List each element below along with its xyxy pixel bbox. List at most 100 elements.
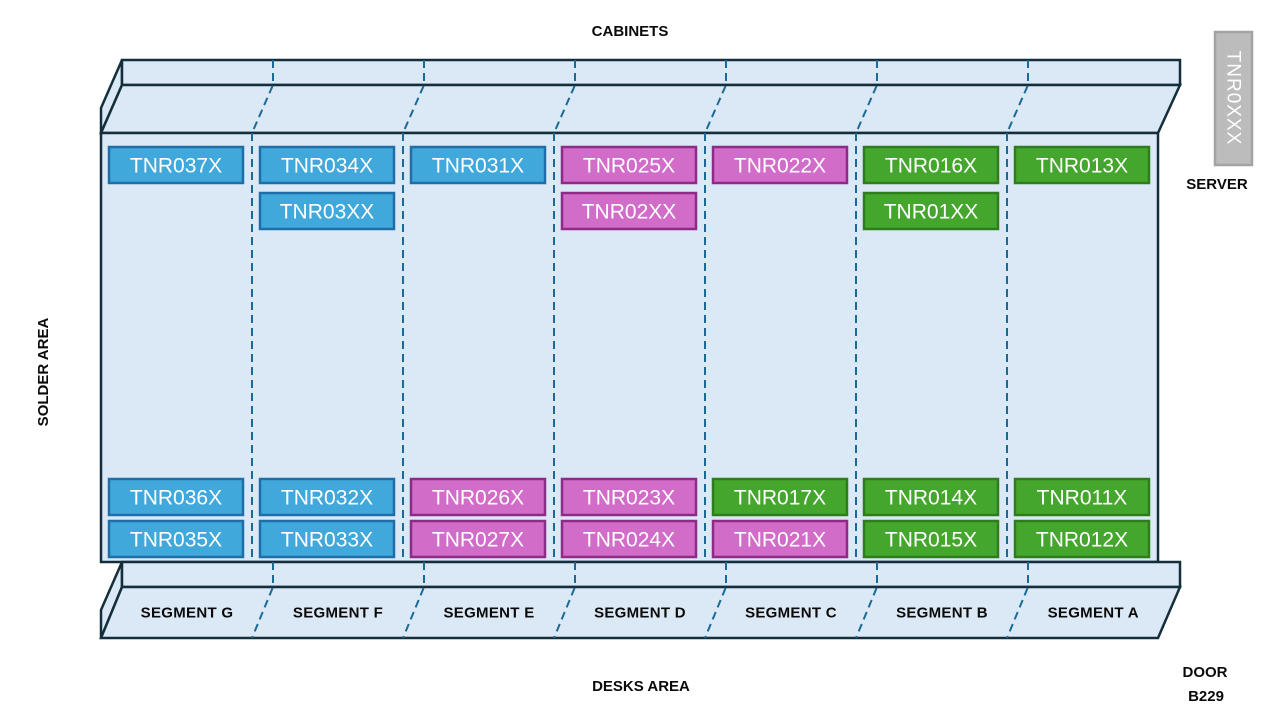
equipment-box-label: TNR012X: [1036, 529, 1128, 552]
equipment-box: TNR02XX: [560, 191, 698, 231]
server-rack-box: TNR0XXX: [1213, 30, 1254, 167]
equipment-box-label: TNR022X: [734, 155, 826, 178]
segment-divider-line: [704, 60, 727, 134]
equipment-box-rect: [1013, 519, 1151, 559]
equipment-box: TNR023X: [560, 477, 698, 517]
equipment-box: TNR034X: [258, 145, 396, 185]
equipment-box-rect: [409, 145, 547, 185]
equipment-box-rect: [107, 145, 245, 185]
equipment-box: TNR011X: [1013, 477, 1151, 517]
equipment-box-label: TNR013X: [1036, 155, 1128, 178]
segment-label: SEGMENT B: [896, 605, 988, 622]
desks-area-label: DESKS AREA: [592, 678, 690, 695]
door-label-line1: DOOR: [1183, 664, 1228, 681]
cabinet-roof-face: [99, 83, 1182, 135]
equipment-box-label: TNR037X: [130, 155, 222, 178]
equipment-box: TNR016X: [862, 145, 1000, 185]
server-rack-rect: [1213, 30, 1254, 167]
equipment-box-rect: [711, 145, 849, 185]
equipment-box: TNR024X: [560, 519, 698, 559]
equipment-box-label: TNR021X: [734, 529, 826, 552]
equipment-box-label: TNR017X: [734, 487, 826, 510]
equipment-box-rect: [862, 477, 1000, 517]
equipment-box-label: TNR024X: [583, 529, 675, 552]
equipment-box-label: TNR027X: [432, 529, 524, 552]
equipment-box-rect: [107, 519, 245, 559]
equipment-box: TNR035X: [107, 519, 245, 559]
equipment-box-rect: [862, 145, 1000, 185]
equipment-box-label: TNR01XX: [884, 201, 979, 224]
equipment-box: TNR026X: [409, 477, 547, 517]
equipment-box-label: TNR03XX: [280, 201, 375, 224]
equipment-box-label: TNR034X: [281, 155, 373, 178]
segment-label: SEGMENT D: [594, 605, 686, 622]
equipment-box-rect: [711, 477, 849, 517]
server-label: SERVER: [1186, 176, 1248, 193]
solder-area-label: SOLDER AREA: [35, 318, 52, 427]
equipment-box-label: TNR031X: [432, 155, 524, 178]
equipment-box: TNR036X: [107, 477, 245, 517]
equipment-box-rect: [862, 519, 1000, 559]
segment-divider-line: [855, 60, 878, 134]
equipment-box-label: TNR014X: [885, 487, 977, 510]
equipment-box: TNR021X: [711, 519, 849, 559]
floor-strip-face: [99, 585, 1182, 640]
cabinet-top-fascia: [120, 58, 1182, 87]
equipment-box-rect: [560, 477, 698, 517]
equipment-box-rect: [560, 145, 698, 185]
equipment-box-rect: [409, 477, 547, 517]
segment-divider-line: [1006, 60, 1029, 134]
equipment-box-rect: [409, 519, 547, 559]
cabinets-label: CABINETS: [592, 23, 669, 40]
equipment-box: TNR027X: [409, 519, 547, 559]
equipment-box-rect: [258, 191, 396, 231]
equipment-box-rect: [258, 145, 396, 185]
equipment-box: TNR017X: [711, 477, 849, 517]
equipment-box-label: TNR016X: [885, 155, 977, 178]
segment-label: SEGMENT F: [293, 605, 383, 622]
segment-divider-line: [251, 60, 274, 134]
equipment-box: TNR037X: [107, 145, 245, 185]
equipment-box: TNR033X: [258, 519, 396, 559]
equipment-box: TNR012X: [1013, 519, 1151, 559]
equipment-box-label: TNR025X: [583, 155, 675, 178]
equipment-box-label: TNR035X: [130, 529, 222, 552]
equipment-box: TNR015X: [862, 519, 1000, 559]
equipment-boxes: TNR037X TNR036X TNR035X TNR034X TNR03XX TNR03…: [107, 145, 1151, 559]
equipment-box-rect: [107, 477, 245, 517]
equipment-box-rect: [560, 519, 698, 559]
equipment-box: TNR025X: [560, 145, 698, 185]
segment-label: SEGMENT A: [1048, 605, 1139, 622]
segment-labels: SEGMENT G SEGMENT F SEGMENT E SEGMENT D SEGM…: [141, 605, 1139, 622]
equipment-box-label: TNR015X: [885, 529, 977, 552]
equipment-box: TNR032X: [258, 477, 396, 517]
equipment-box-rect: [711, 519, 849, 559]
equipment-box-label: TNR033X: [281, 529, 373, 552]
equipment-box-rect: [1013, 145, 1151, 185]
segment-dividers: [251, 60, 1029, 639]
equipment-box-rect: [258, 477, 396, 517]
equipment-box-label: TNR011X: [1037, 487, 1128, 510]
equipment-box-label: TNR032X: [281, 487, 373, 510]
equipment-box-rect: [560, 191, 698, 231]
segment-divider-line: [402, 60, 425, 134]
equipment-box: TNR013X: [1013, 145, 1151, 185]
equipment-box: TNR031X: [409, 145, 547, 185]
equipment-box-rect: [862, 191, 1000, 231]
floor-strip-edge: [120, 560, 1182, 589]
equipment-box: TNR03XX: [258, 191, 396, 231]
segment-divider-line: [553, 60, 576, 134]
segment-label: SEGMENT C: [745, 605, 837, 622]
equipment-box-label: TNR023X: [583, 487, 675, 510]
equipment-box-label: TNR02XX: [582, 201, 677, 224]
server-rack-label: TNR0XXX: [1223, 51, 1244, 146]
segment-label: SEGMENT E: [443, 605, 534, 622]
equipment-box-rect: [1013, 477, 1151, 517]
segment-label: SEGMENT G: [141, 605, 234, 622]
door-label-line2: B229: [1188, 688, 1224, 705]
equipment-box: TNR022X: [711, 145, 849, 185]
equipment-box-label: TNR036X: [130, 487, 222, 510]
equipment-box: TNR014X: [862, 477, 1000, 517]
